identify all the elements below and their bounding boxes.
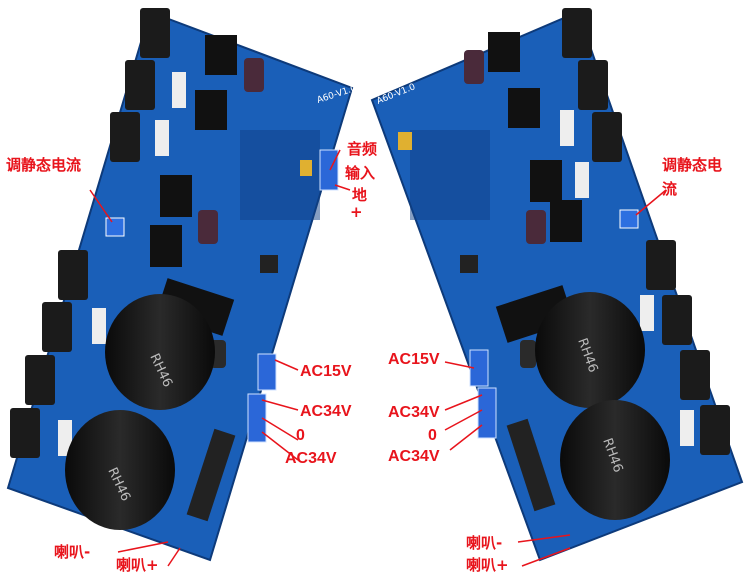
left-input-terminal <box>319 149 339 191</box>
right-filter-capacitor-2: RH46 <box>560 400 670 520</box>
right-ac34v-b-label: AC34V <box>388 448 440 465</box>
right-power-transistors <box>562 8 730 455</box>
left-filter-capacitor-2: RH46 <box>65 410 175 530</box>
left-ac15v-label: AC15V <box>300 363 352 380</box>
right-driver-heatsinks <box>488 32 582 242</box>
right-bias-trimmer <box>619 209 639 229</box>
left-bias-trimmer <box>105 217 125 237</box>
left-plus-label: + <box>350 203 363 221</box>
left-zero-label: 0 <box>296 427 305 444</box>
left-filter-capacitor-1: RH46 <box>105 294 215 410</box>
right-bridge-rectifier <box>506 418 556 512</box>
left-bias-current-label: 调静态电流 <box>6 156 82 174</box>
left-audio-input-label-line1: 音频 <box>347 140 378 158</box>
right-relay <box>495 285 575 343</box>
left-speaker-minus-label: 喇叭- <box>54 543 91 561</box>
left-ground-label: 地 <box>352 186 368 204</box>
right-leader-lines <box>444 189 667 567</box>
right-ac15v-label: AC15V <box>388 351 440 368</box>
right-zero-label: 0 <box>428 427 437 444</box>
right-power-terminals <box>469 349 497 439</box>
right-bias-current-label-line2: 流 <box>662 180 678 198</box>
right-small-capacitors <box>464 50 546 368</box>
right-pcb <box>370 10 744 562</box>
left-amplifier-board: RH46 RH46 A60-V1.0 <box>6 8 358 567</box>
left-ac34v-a-label: AC34V <box>300 403 352 420</box>
right-speaker-minus-label: 喇叭- <box>466 534 503 552</box>
left-power-terminals <box>247 353 277 443</box>
right-amplifier-board: RH46 RH46 A60-V1.0 <box>370 8 744 567</box>
right-ac34v-a-label: AC34V <box>388 404 440 421</box>
right-emitter-resistors <box>560 110 694 446</box>
right-signal-components <box>398 130 490 273</box>
left-power-transistors <box>10 8 170 458</box>
left-signal-components <box>240 130 320 273</box>
right-speaker-plus-label: 喇叭+ <box>466 556 509 574</box>
left-leader-lines <box>89 149 351 567</box>
left-bridge-rectifier <box>186 428 236 522</box>
left-audio-input-label-line2: 输入 <box>345 164 376 182</box>
right-filter-capacitor-1: RH46 <box>535 292 645 408</box>
left-relay <box>155 278 235 336</box>
left-speaker-plus-label: 喇叭+ <box>116 556 159 574</box>
left-ac34v-b-label: AC34V <box>285 450 337 467</box>
left-emitter-resistors <box>58 72 186 456</box>
left-driver-heatsinks <box>150 35 237 267</box>
right-bias-current-label-line1: 调静态电 <box>662 156 723 174</box>
